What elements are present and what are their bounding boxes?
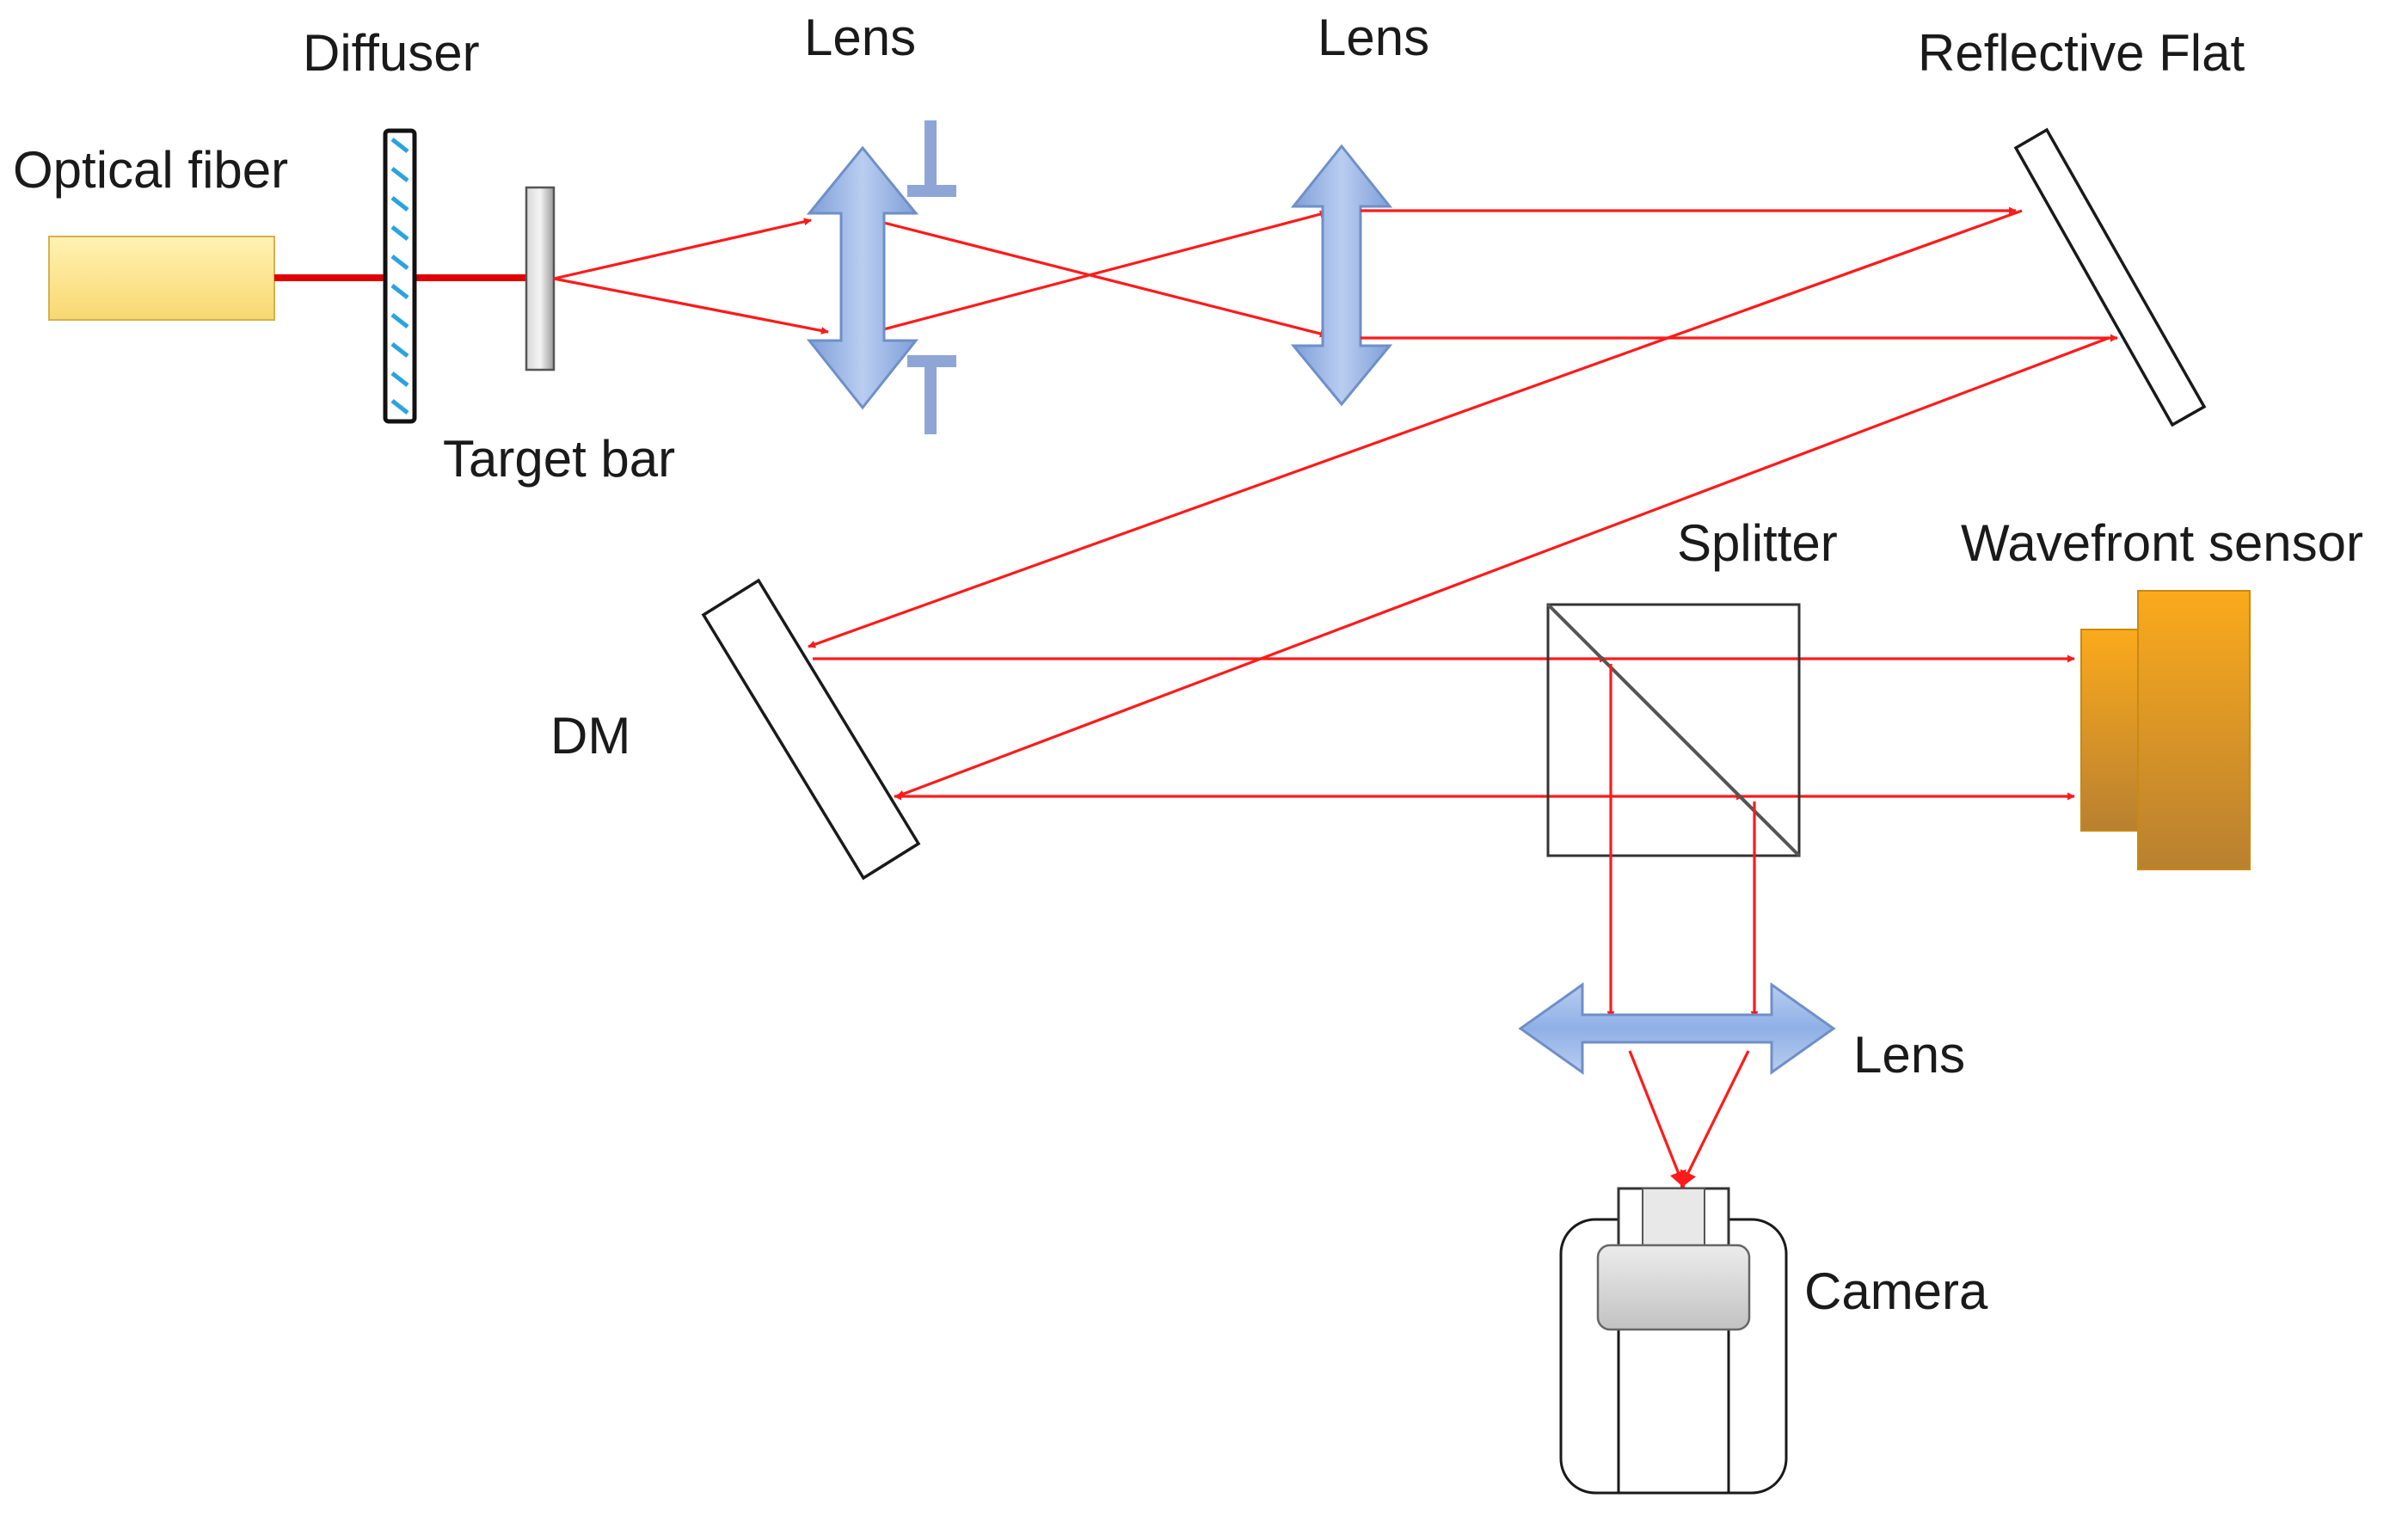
optical-fiber <box>48 236 275 321</box>
lens-3 <box>1518 982 1836 1075</box>
target-bar-label: Target bar <box>443 430 675 488</box>
lens-2-label: Lens <box>1318 9 1429 66</box>
diffuser-label: Diffuser <box>303 24 480 82</box>
aperture-stop <box>907 120 956 434</box>
dm-label: DM <box>550 707 630 765</box>
reflective-flat <box>2013 127 2207 427</box>
splitter-label: Splitter <box>1677 514 1838 572</box>
lens-2 <box>1290 144 1393 407</box>
lens-3-label: Lens <box>1853 1026 1965 1084</box>
camera <box>1559 1187 1788 1495</box>
lens-1 <box>806 145 919 410</box>
ray-group-front <box>553 210 1328 338</box>
diffuser-hatch-icon <box>390 138 409 415</box>
beam-splitter <box>1546 603 1801 857</box>
reflective-flat-label: Reflective Flat <box>1918 24 2245 82</box>
wavefront-sensor <box>2080 590 2251 870</box>
optical-fiber-label: Optical fiber <box>13 141 288 199</box>
ray-group-to-flat <box>1361 206 2118 342</box>
wavefront-sensor-label: Wavefront sensor <box>1961 514 2363 572</box>
ray-group-to-sensor <box>813 654 2075 801</box>
deformable-mirror <box>701 578 921 881</box>
lens-1-label: Lens <box>804 9 916 66</box>
camera-label: Camera <box>1804 1262 1988 1320</box>
diffuser <box>383 128 417 424</box>
ray-group-down <box>1606 664 1759 1019</box>
ray-group-to-dm <box>808 209 2110 798</box>
ray-group-to-camera <box>1628 1050 1750 1188</box>
target-bar <box>525 186 556 372</box>
